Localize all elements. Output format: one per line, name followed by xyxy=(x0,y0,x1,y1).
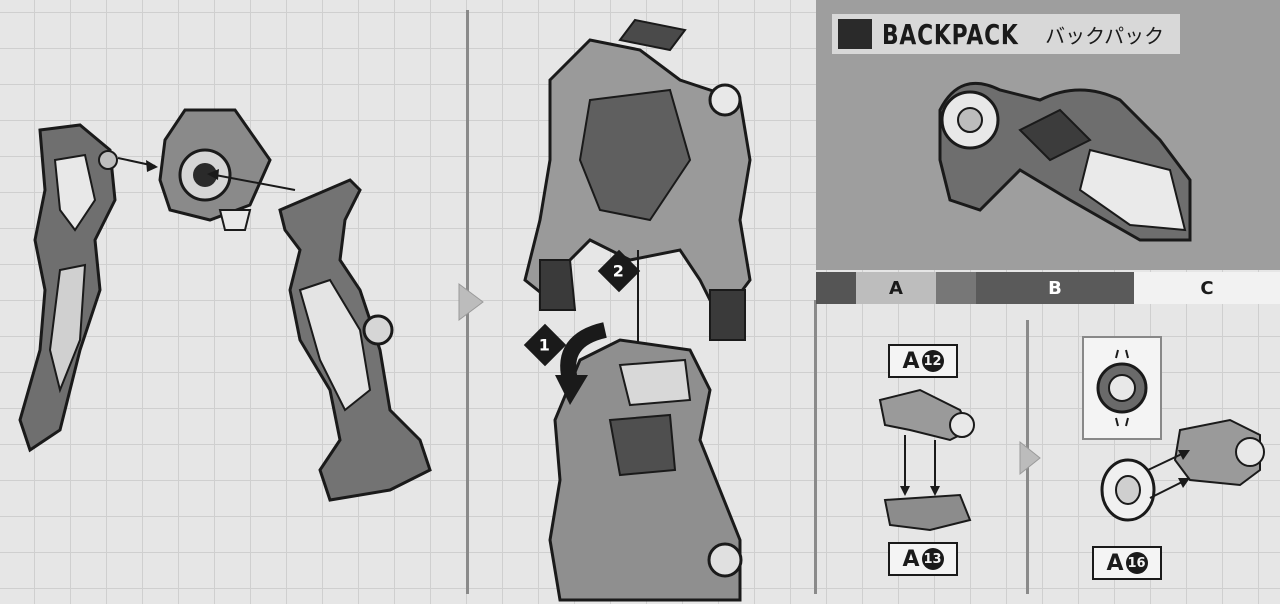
section-title-jp: バックパック xyxy=(1045,20,1164,49)
arm-assembly-illustration xyxy=(0,90,460,530)
title-marker xyxy=(838,19,872,49)
runner-label-b: B xyxy=(976,272,1134,304)
joint-assembly-illustration xyxy=(1090,410,1270,540)
runner-strip-mid xyxy=(936,272,976,304)
next-step-arrow-icon xyxy=(1016,440,1044,476)
runner-label-a: A xyxy=(856,272,936,304)
backpack-illustration xyxy=(920,60,1210,260)
body-assembly-illustration xyxy=(500,20,800,600)
section-title: BACKPACK バックパック xyxy=(832,14,1180,54)
runner-label-c: C xyxy=(1134,272,1280,304)
joint-parts-illustration xyxy=(870,380,980,540)
panel-divider xyxy=(814,300,817,594)
section-title-en: BACKPACK xyxy=(882,18,1019,51)
next-step-arrow-icon xyxy=(455,282,487,322)
runner-strip-dark xyxy=(816,272,856,304)
